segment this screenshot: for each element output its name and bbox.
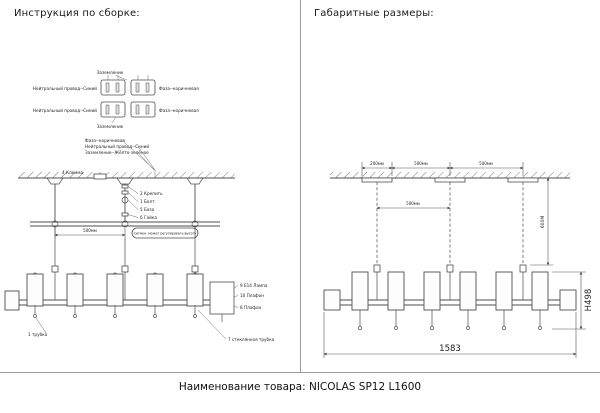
label-part-klemma: 4 Клемма [62, 170, 84, 175]
end-shade-right [559, 289, 577, 311]
label-note: Сигмен- может регулировать высоту [134, 232, 197, 236]
lamp-detail-callout: 9 E14 Лампа 10 Плафон 8 Плафон [209, 281, 268, 322]
label-wire-ground: Заземление--Жёлто-зелёное [85, 150, 149, 155]
label-part-fastener: 2 Крепить [140, 191, 163, 196]
label-dim-total: 1583 [439, 344, 461, 354]
label-part-bolt: 1 Болт [140, 199, 155, 204]
right-panel-title: Габаритные размеры: [314, 8, 434, 19]
label-neutral-2: Нейтральный провод--Синий [33, 108, 97, 113]
dimension-500-mid: 500мм [376, 201, 451, 210]
label-dim-h498: H498 [584, 289, 594, 312]
label-dim-600: 600М [540, 216, 546, 229]
label-part-base: 5 База [140, 207, 155, 212]
label-part-glass-tube: 7 стеклянная трубка [228, 337, 275, 342]
dimensions-diagram: 200мм 500мм 500мм 500мм 600М [323, 161, 594, 358]
suspension-assembly: 2 Крепить 1 Болт 5 База 6 Гайка 500мм [30, 177, 220, 300]
label-part-shade8: 8 Плафон [240, 305, 262, 310]
chandelier-body [323, 271, 577, 330]
label-dim-500: 500мм [83, 228, 97, 233]
dimension-h498: H498 [552, 271, 594, 330]
label-wire-phase: Фаза--коричневая [85, 138, 125, 143]
label-part-shade10: 10 Плафон [240, 293, 264, 298]
label-dim-500a: 500мм [414, 161, 428, 166]
suspension-chains [373, 182, 527, 300]
end-shade-left [323, 289, 341, 311]
top-dimensions: 200мм 500мм 500мм [361, 161, 524, 176]
dimension-total-length: 1583 [323, 312, 577, 358]
label-wire-neutral: Нейтральный провод--Синий [85, 144, 149, 149]
label-ground-top: Заземление [97, 70, 124, 75]
label-part-nut: 6 Гайка [140, 215, 157, 220]
label-phase-1: Фаза--коричневая [159, 86, 199, 91]
label-part-tube: 1 трубка [28, 332, 48, 337]
lamp-row [26, 272, 204, 318]
chandelier-body: 9 E14 Лампа 10 Плафон 8 Плафон 7 стеклян… [4, 272, 275, 342]
left-panel-title: Инструкция по сборке: [14, 8, 140, 19]
label-neutral-1: Нейтральный провод--Синий [33, 86, 97, 91]
dimension-500-left: 500мм [54, 228, 126, 238]
label-dim-500c: 500мм [406, 201, 420, 206]
assembly-diagram: Заземление Нейтральный провод--Синий Фаз… [4, 70, 275, 342]
product-name: Наименование товара: NICOLAS SP12 L1600 [178, 381, 422, 393]
horizontal-divider [0, 372, 600, 373]
label-dim-200: 200мм [370, 161, 384, 166]
label-part-lamp: 9 E14 Лампа [240, 283, 268, 288]
label-ground-bottom: Заземление [97, 124, 124, 129]
end-shade-left [4, 290, 20, 311]
dimension-600: 600М [530, 177, 553, 266]
label-dim-500b: 500мм [479, 161, 493, 166]
wiring-diagram: Заземление Нейтральный провод--Синий Фаз… [33, 70, 199, 178]
vertical-divider [300, 0, 301, 372]
label-phase-2: Фаза--коричневая [159, 108, 199, 113]
lamp-row [351, 271, 549, 330]
height-adjust-note: Сигмен- может регулировать высоту [131, 227, 199, 239]
